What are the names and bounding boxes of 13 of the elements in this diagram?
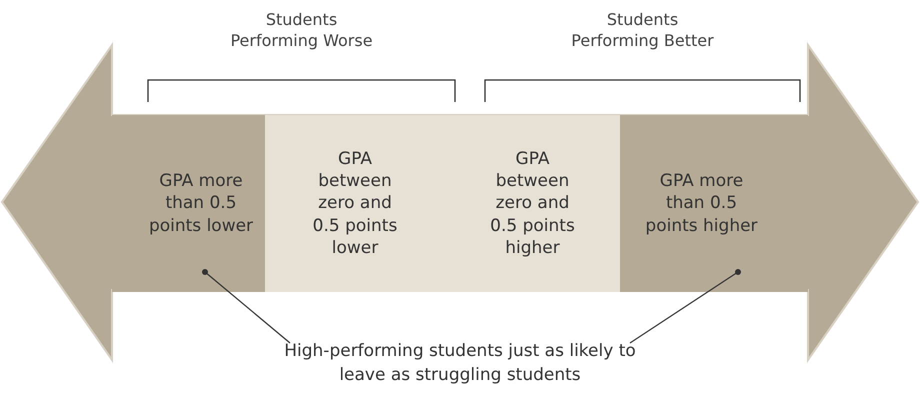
scale-segment <box>112 115 265 292</box>
scale-segment <box>620 115 808 292</box>
scale-segment <box>265 115 445 292</box>
note-text: High-performing students just as likely to leave as struggling students <box>283 340 637 387</box>
group-label: Students Performing Better <box>570 10 715 52</box>
group-label: Students Performing Worse <box>229 10 374 52</box>
segment-text: GPA more than 0.5 points lower <box>148 170 254 237</box>
segment-text: GPA more than 0.5 points higher <box>644 170 759 237</box>
leader-line <box>630 269 741 344</box>
leader-line <box>202 269 290 344</box>
scale-segment <box>445 115 620 292</box>
segment-text: GPA between zero and 0.5 points lower <box>312 148 398 259</box>
segment-text: GPA between zero and 0.5 points higher <box>489 148 576 259</box>
